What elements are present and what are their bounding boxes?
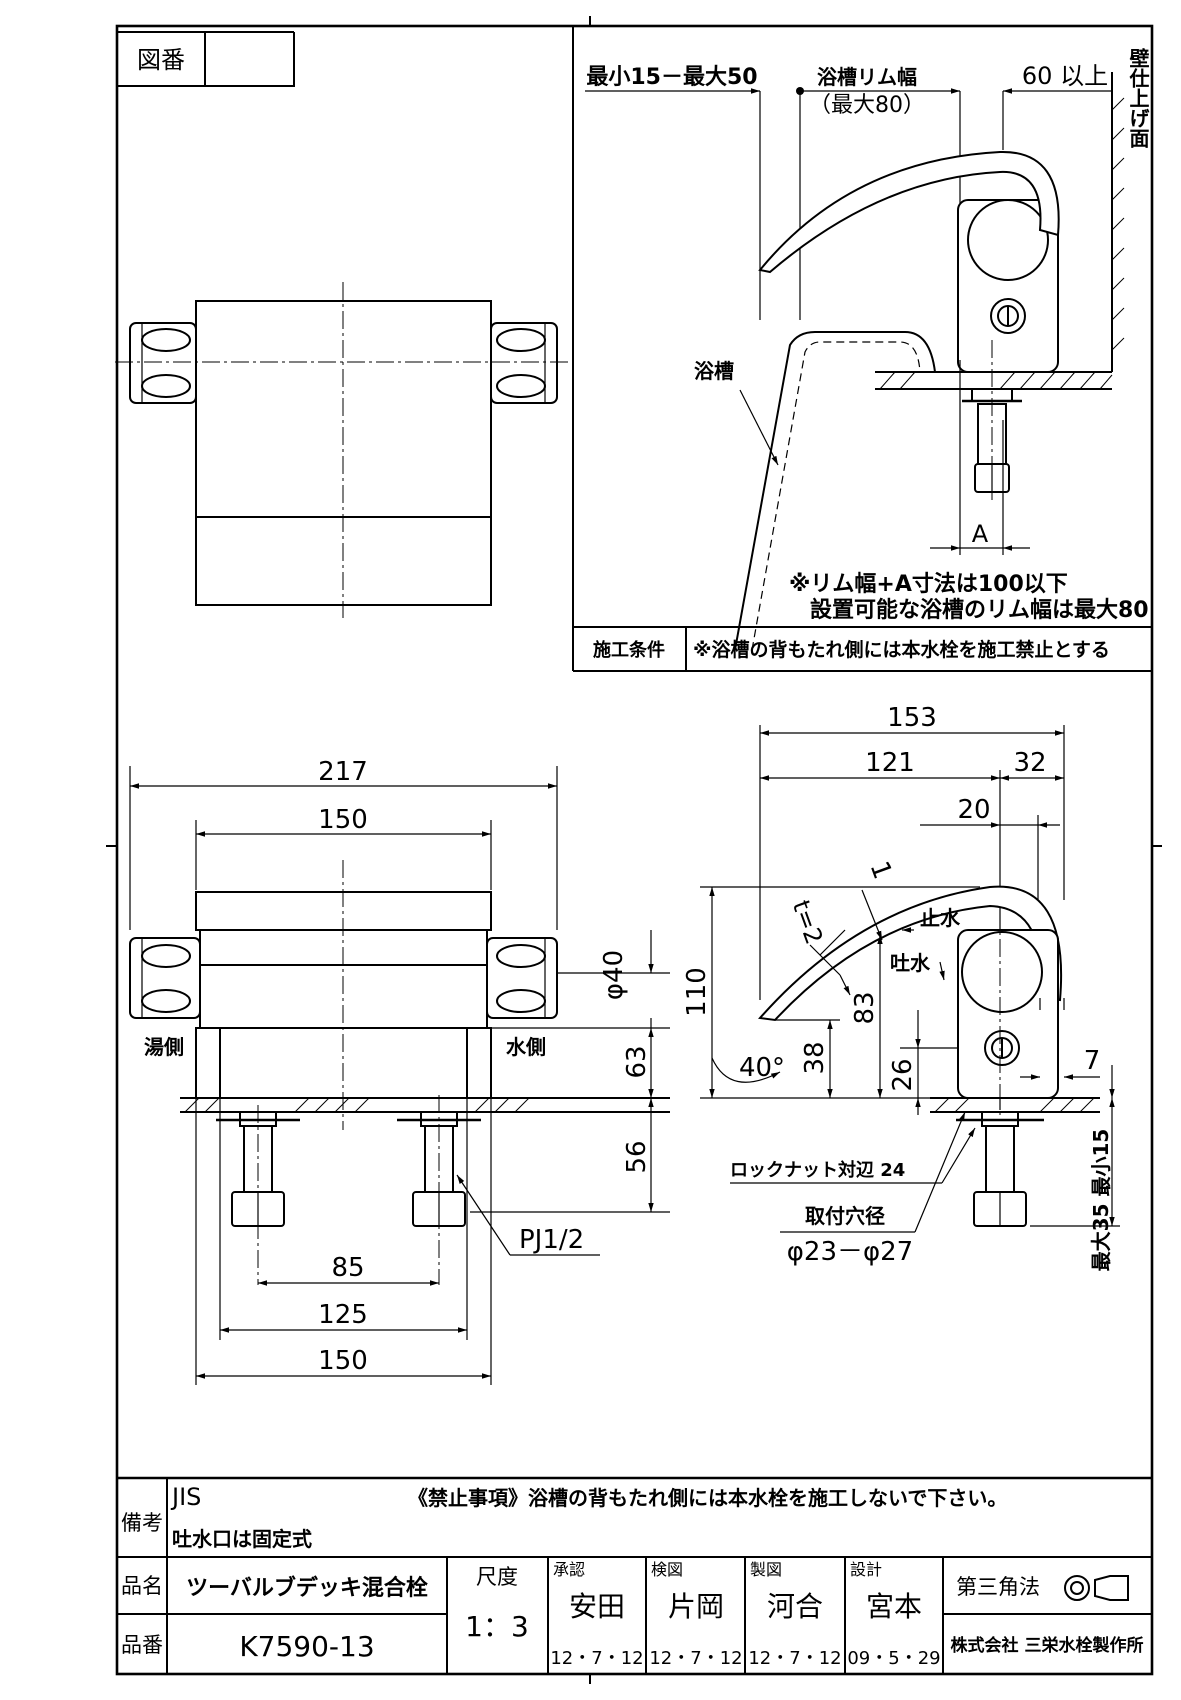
dim-110: 110 (682, 967, 712, 1017)
projection-label: 第三角法 (956, 1575, 1040, 1599)
scale-value: 1：3 (465, 1610, 529, 1643)
dim-217: 217 (318, 757, 368, 787)
install-note-2: 設置可能な浴槽のリム幅は最大80 (810, 597, 1149, 623)
dim-125: 125 (318, 1300, 368, 1330)
dim-83: 83 (850, 991, 880, 1024)
condition-label: 施工条件 (593, 639, 665, 661)
scale-label: 尺度 (476, 1565, 518, 1589)
sheet-border (106, 16, 1162, 1684)
dim-60: 60 以上 (1022, 62, 1108, 90)
hot-side-label: 湯側 (144, 1035, 184, 1059)
dim-150-top: 150 (318, 805, 368, 835)
approve-name: 安田 (569, 1590, 625, 1623)
draw-name: 河合 (767, 1590, 823, 1623)
side-view: 153 121 32 20 (682, 703, 1120, 1271)
remarks-label: 備考 (121, 1511, 163, 1535)
mount-hole-dim: φ23－φ27 (787, 1237, 913, 1267)
dim-153: 153 (887, 703, 937, 733)
check-date: 12・7・12 (649, 1648, 742, 1669)
dim-7: 7 (1084, 1046, 1101, 1076)
stop-water-label: 止水 (920, 906, 961, 930)
dim-121: 121 (865, 748, 915, 778)
design-date: 09・5・29 (847, 1648, 940, 1669)
installation-view: 最小15－最大50 浴槽リム幅 （最大80） 60 以上 壁仕上げ面 浴槽 (585, 47, 1150, 661)
remark-jis: JIS (170, 1483, 201, 1511)
spout-water-label: 吐水 (890, 951, 931, 975)
draw-date: 12・7・12 (748, 1648, 841, 1669)
angle-40deg: 40° (739, 1053, 785, 1083)
cold-side-label: 水側 (506, 1035, 546, 1059)
dim-phi40: φ40 (599, 950, 629, 1000)
dim-max35-min15: 最大35 最小15 (1089, 1129, 1113, 1272)
design-label: 設計 (850, 1560, 882, 1579)
top-view (115, 282, 570, 618)
wall-label: 壁仕上げ面 (1126, 47, 1150, 148)
dim-56: 56 (622, 1140, 652, 1173)
drawing-number-box: 図番 (117, 31, 295, 87)
lock-nut-label: ロックナット対辺 24 (730, 1159, 905, 1181)
dim-t2: t=2 (787, 896, 829, 948)
product-name: ツーバルブデッキ混合栓 (186, 1575, 428, 1601)
condition-text: ※浴槽の背もたれ側には本水栓を施工禁止とする (693, 638, 1110, 661)
dim-a: A (972, 520, 989, 548)
front-view: 217 150 湯側 水側 (129, 757, 670, 1385)
approve-date: 12・7・12 (550, 1648, 643, 1669)
dim-20: 20 (957, 795, 990, 825)
remark-fixed-spout: 吐水口は固定式 (172, 1527, 312, 1551)
approve-label: 承認 (553, 1560, 585, 1579)
check-name: 片岡 (668, 1590, 724, 1623)
product-no: K7590-13 (239, 1630, 374, 1663)
dim-rim-max: （最大80） (809, 93, 925, 118)
dim-rim-width: 浴槽リム幅 (817, 65, 917, 89)
dim-63: 63 (622, 1045, 652, 1078)
draw-label: 製図 (750, 1560, 782, 1579)
product-no-label: 品番 (121, 1633, 163, 1657)
prohibition-note: 《禁止事項》浴槽の背もたれ側には本水栓を施工しないで下さい。 (408, 1486, 1007, 1510)
title-block: 備考 JIS 吐水口は固定式 《禁止事項》浴槽の背もたれ側には本水栓を施工しない… (117, 1476, 1152, 1674)
dim-85: 85 (331, 1253, 364, 1283)
check-label: 検図 (651, 1560, 683, 1579)
product-name-label: 品名 (121, 1574, 163, 1598)
third-angle-projection-icon (1064, 1575, 1129, 1601)
drawing-number-label: 図番 (137, 46, 185, 74)
dim-1: 1 (864, 857, 898, 883)
install-note-1: ※リム幅+A寸法は100以下 (789, 572, 1068, 597)
company-name: 株式会社 三栄水栓製作所 (951, 1635, 1144, 1656)
design-name: 宮本 (866, 1590, 922, 1623)
tub-label: 浴槽 (694, 359, 734, 383)
pj-thread-label: PJ1/2 (519, 1225, 584, 1255)
dim-min-max: 最小15－最大50 (586, 65, 757, 90)
dim-38: 38 (800, 1041, 830, 1074)
mount-hole-label: 取付穴径 (805, 1204, 885, 1228)
dim-32: 32 (1013, 748, 1046, 778)
dim-150-bottom: 150 (318, 1346, 368, 1376)
dim-26: 26 (888, 1058, 918, 1091)
installation-view-frame (572, 26, 1152, 672)
